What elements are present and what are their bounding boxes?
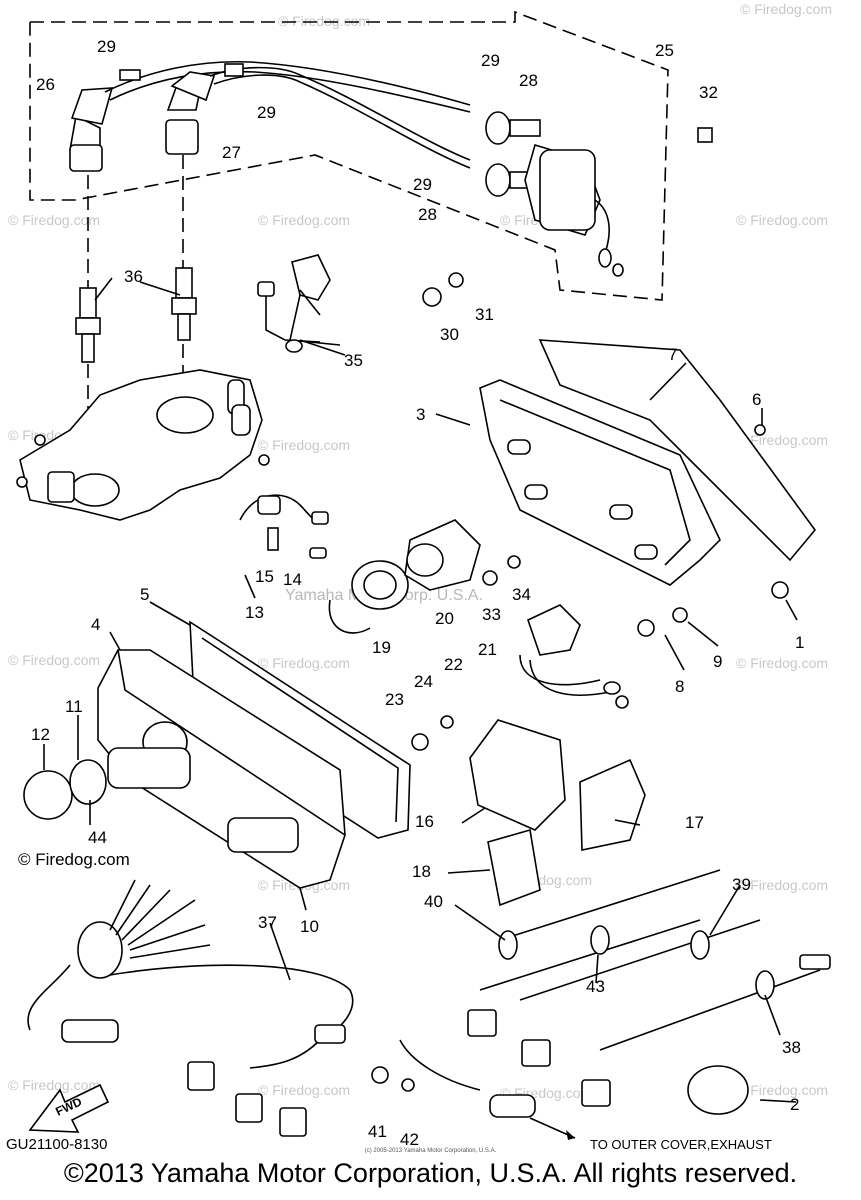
callout-label: 19	[372, 638, 391, 657]
callout-label: 9	[713, 652, 722, 671]
watermarks: © Firedog.com © Firedog.com © Firedog.co…	[8, 1, 832, 1101]
bracket-and-plate	[479, 339, 817, 586]
watermark: © Firedog.com	[740, 1, 832, 17]
cdi-unit	[469, 719, 646, 907]
callout-label: 4	[91, 615, 100, 634]
watermark: © Firedog.com	[278, 13, 370, 29]
watermark: © Firedog.com	[8, 1077, 100, 1093]
watermark: © Firedog.com	[736, 877, 828, 893]
fasteners	[371, 272, 789, 1092]
callout-label: 33	[482, 605, 501, 624]
callout-label: 26	[36, 75, 55, 94]
callout-label: 29	[257, 103, 276, 122]
callout-label: 14	[283, 570, 302, 589]
callout-label: 7	[668, 345, 677, 364]
callout-label: 39	[732, 875, 751, 894]
cables	[399, 869, 831, 1118]
arrow-head-icon	[566, 1130, 575, 1140]
callout-label: 41	[368, 1122, 387, 1141]
watermark: © Firedog.com	[258, 655, 350, 671]
callout-label: 18	[412, 862, 431, 881]
small-copyright: (c) 2005-2013 Yamaha Motor Corporation, …	[364, 1148, 497, 1154]
drawing-code: GU21100-8130	[6, 1136, 108, 1153]
callout-label: 32	[699, 83, 718, 102]
leader-lines	[43, 277, 798, 1103]
temperature-sensor	[257, 254, 341, 353]
callout-label: 35	[344, 351, 363, 370]
wire-harness	[27, 879, 354, 1137]
callout-label: 37	[258, 913, 277, 932]
callout-label: 40	[424, 892, 443, 911]
callout-label: 11	[65, 697, 83, 716]
callout-label: 44	[88, 828, 107, 847]
ignition-coil-kit-outline	[29, 10, 669, 301]
callout-label: 28	[418, 205, 437, 224]
callout-label: 43	[586, 977, 605, 996]
callout-label: 24	[414, 672, 433, 691]
callout-label: 42	[400, 1130, 419, 1149]
callout-label: 23	[385, 690, 404, 709]
watermark: © Firedog.com	[258, 437, 350, 453]
callout-label: 16	[415, 812, 434, 831]
watermark: © Firedog.com	[736, 432, 828, 448]
watermark: © Firedog.com	[258, 1082, 350, 1098]
callouts: 1 2 3 4 5 6 7 8 9 10 11 12 13 14 15 16 1…	[31, 37, 804, 1149]
callout-label: 25	[655, 41, 674, 60]
callout-label: 15	[255, 567, 274, 586]
callout-label: 36	[124, 267, 143, 286]
ignition-coils	[485, 111, 713, 277]
callout-label: 34	[512, 585, 531, 604]
cylinder-head	[16, 369, 270, 521]
exhaust-note: TO OUTER COVER,EXHAUST	[590, 1137, 772, 1152]
firedog-brand-mark: © Firedog.com	[18, 850, 130, 869]
callout-label: 1	[795, 633, 804, 652]
watermark: © Firedog.com	[736, 212, 828, 228]
callout-label: 10	[300, 917, 319, 936]
pickup-coil	[519, 604, 629, 709]
callout-label: 21	[478, 640, 497, 659]
watermark: © Firedog.com	[736, 655, 828, 671]
watermark: © Firedog.com	[8, 212, 100, 228]
callout-label: 29	[413, 175, 432, 194]
watermark: © Firedog.com	[8, 652, 100, 668]
watermark: © Firedog.com	[258, 212, 350, 228]
callout-label: 17	[685, 813, 704, 832]
callout-label: 29	[481, 51, 500, 70]
callout-label: 3	[416, 405, 425, 424]
spark-plug-caps	[69, 60, 471, 172]
callout-label: 13	[245, 603, 264, 622]
callout-label: 20	[435, 609, 454, 628]
callout-label: 8	[675, 677, 684, 696]
callout-label: 22	[444, 655, 463, 674]
copyright-footer: ©2013 Yamaha Motor Corporation, U.S.A. A…	[63, 1158, 798, 1188]
callout-label: 29	[97, 37, 116, 56]
wire-lead	[239, 494, 329, 559]
callout-label: 27	[222, 143, 241, 162]
callout-label: 28	[519, 71, 538, 90]
watermark: © Firedog.com	[736, 1082, 828, 1098]
callout-label: 30	[440, 325, 459, 344]
fwd-arrow-icon: FWD	[28, 1083, 110, 1133]
engine-stop-switch	[328, 519, 481, 634]
cover-and-gasket	[23, 620, 411, 889]
callout-label: 31	[475, 305, 494, 324]
callout-label: 5	[140, 585, 149, 604]
callout-label: 12	[31, 725, 50, 744]
callout-label: 6	[752, 390, 761, 409]
callout-label: 38	[782, 1038, 801, 1057]
callout-label: 2	[790, 1095, 799, 1114]
